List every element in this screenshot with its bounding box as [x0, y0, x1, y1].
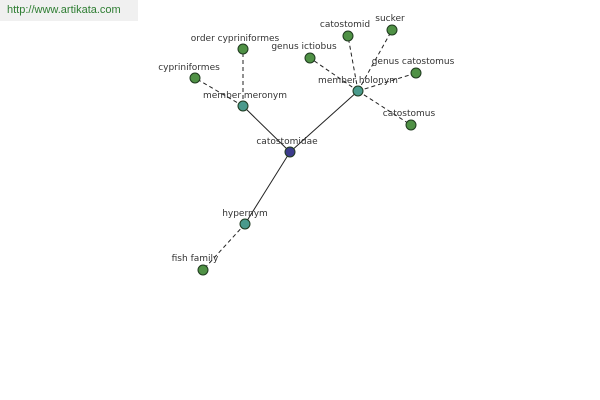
node-catostomus[interactable] [405, 119, 417, 131]
node-label-sucker[interactable]: sucker [375, 14, 405, 24]
edge-center-to-member-meronym [242, 105, 291, 153]
node-label-catostomid[interactable]: catostomid [320, 20, 370, 30]
node-label-cypriniformes[interactable]: cypriniformes [158, 63, 220, 73]
edge-center-to-member-holonym [289, 90, 359, 153]
node-genus-ictiobus[interactable] [304, 52, 316, 64]
node-label-member-holonym[interactable]: member holonym [318, 76, 398, 86]
edge-member-holonym-to-genus-catostomus [357, 72, 417, 92]
edge-hypernym-to-fish-family [202, 223, 246, 271]
node-hypernym[interactable] [239, 218, 251, 230]
labels-layer: catostomidae member meronym member holonym… [158, 14, 454, 264]
edge-member-meronym-to-cypriniformes [194, 77, 244, 107]
node-center[interactable] [284, 146, 296, 158]
node-label-hypernym[interactable]: hypernym [222, 209, 268, 219]
edges-layer [194, 29, 417, 271]
watermark-link[interactable]: http://www.artikata.com [0, 0, 138, 21]
node-label-fish-family[interactable]: fish family [172, 254, 219, 264]
node-label-member-meronym[interactable]: member meronym [203, 91, 287, 101]
node-label-center[interactable]: catostomidae [256, 137, 318, 147]
node-label-catostomus[interactable]: catostomus [383, 109, 436, 119]
node-member-meronym[interactable] [237, 100, 249, 112]
node-label-genus-catostomus[interactable]: genus catostomus [372, 57, 455, 67]
node-sucker[interactable] [386, 24, 398, 36]
node-genus-catostomus[interactable] [410, 67, 422, 79]
edge-member-holonym-to-catostomus [357, 90, 412, 126]
node-catostomid[interactable] [342, 30, 354, 42]
node-fish-family[interactable] [197, 264, 209, 276]
edge-center-to-hypernym [244, 151, 291, 225]
edge-member-holonym-to-genus-ictiobus [309, 57, 359, 92]
node-label-order-cypriniformes[interactable]: order cypriniformes [191, 34, 280, 44]
edge-member-holonym-to-catostomid [347, 35, 359, 92]
node-cypriniformes[interactable] [189, 72, 201, 84]
node-order-cypriniformes[interactable] [237, 43, 249, 55]
edge-member-holonym-to-sucker [357, 29, 393, 92]
node-label-genus-ictiobus[interactable]: genus ictiobus [271, 42, 337, 52]
nodes-layer [189, 24, 422, 276]
node-member-holonym[interactable] [352, 85, 364, 97]
